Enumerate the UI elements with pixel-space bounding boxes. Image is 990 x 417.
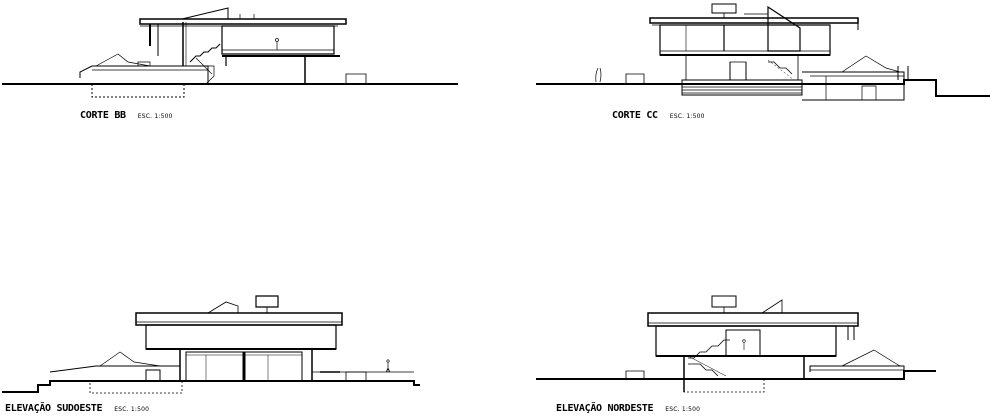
corte-cc-label: CORTE CC ESC. 1:500 xyxy=(612,110,705,121)
ground-line xyxy=(536,371,936,379)
drawing-title: CORTE BB xyxy=(80,110,126,121)
roof-slab xyxy=(648,313,858,326)
corte-bb-label: CORTE BB ESC. 1:500 xyxy=(80,110,173,121)
drawing-scale: ESC. 1:500 xyxy=(138,113,173,120)
elevacao-nordeste-label: ELEVAÇÃO NORDESTE ESC. 1:500 xyxy=(556,403,700,414)
drawing-scale: ESC. 1:500 xyxy=(114,406,149,413)
terrace-slab xyxy=(810,366,904,379)
drawing-title: ELEVAÇÃO SUDOESTE xyxy=(5,403,102,414)
basement-outline xyxy=(684,379,764,392)
stair-tower xyxy=(726,330,760,356)
drawing-title: ELEVAÇÃO NORDESTE xyxy=(556,403,653,414)
drawing-scale: ESC. 1:500 xyxy=(665,406,700,413)
drawing-scale: ESC. 1:500 xyxy=(670,113,705,120)
garden-mound xyxy=(842,350,900,366)
water-tank xyxy=(712,296,736,307)
elevacao-sudoeste-label: ELEVAÇÃO SUDOESTE ESC. 1:500 xyxy=(5,403,149,414)
person-figure xyxy=(743,340,746,343)
drawing-title: CORTE CC xyxy=(612,110,658,121)
skylight xyxy=(762,300,782,313)
service-box xyxy=(626,371,644,379)
